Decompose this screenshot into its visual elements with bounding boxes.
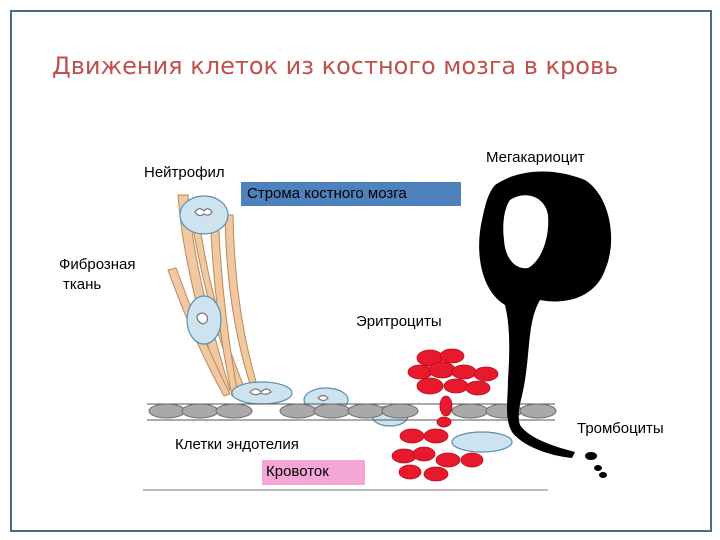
slide-title: Движения клеток из костного мозга в кров… xyxy=(52,52,619,80)
neutrophil-at-endothelium xyxy=(231,381,293,405)
neutrophil-cell xyxy=(179,195,229,235)
label-erythrocytes: Эритроциты xyxy=(356,313,442,330)
stroma-label-box: Строма костного мозга xyxy=(241,182,461,206)
label-fibrous-line2: ткань xyxy=(63,276,102,293)
migrating-neutrophil xyxy=(186,295,222,345)
endothelial-cells xyxy=(148,403,557,419)
label-platelets: Тромбоциты xyxy=(577,420,664,437)
bloodstream-label-box: Кровоток xyxy=(262,460,365,485)
platelets xyxy=(585,452,607,478)
label-neutrophil: Нейтрофил xyxy=(144,164,225,181)
megakaryocyte-cell xyxy=(479,171,612,459)
label-megakaryocyte: Мегакариоцит xyxy=(486,149,585,166)
erythrocytes-blood xyxy=(391,416,484,482)
label-stroma: Строма костного мозга xyxy=(247,185,407,202)
erythrocytes-marrow xyxy=(407,348,499,417)
label-endothelium: Клетки эндотелия xyxy=(175,436,299,453)
label-bloodstream: Кровоток xyxy=(266,463,329,480)
label-fibrous-line1: Фиброзная xyxy=(59,256,136,273)
